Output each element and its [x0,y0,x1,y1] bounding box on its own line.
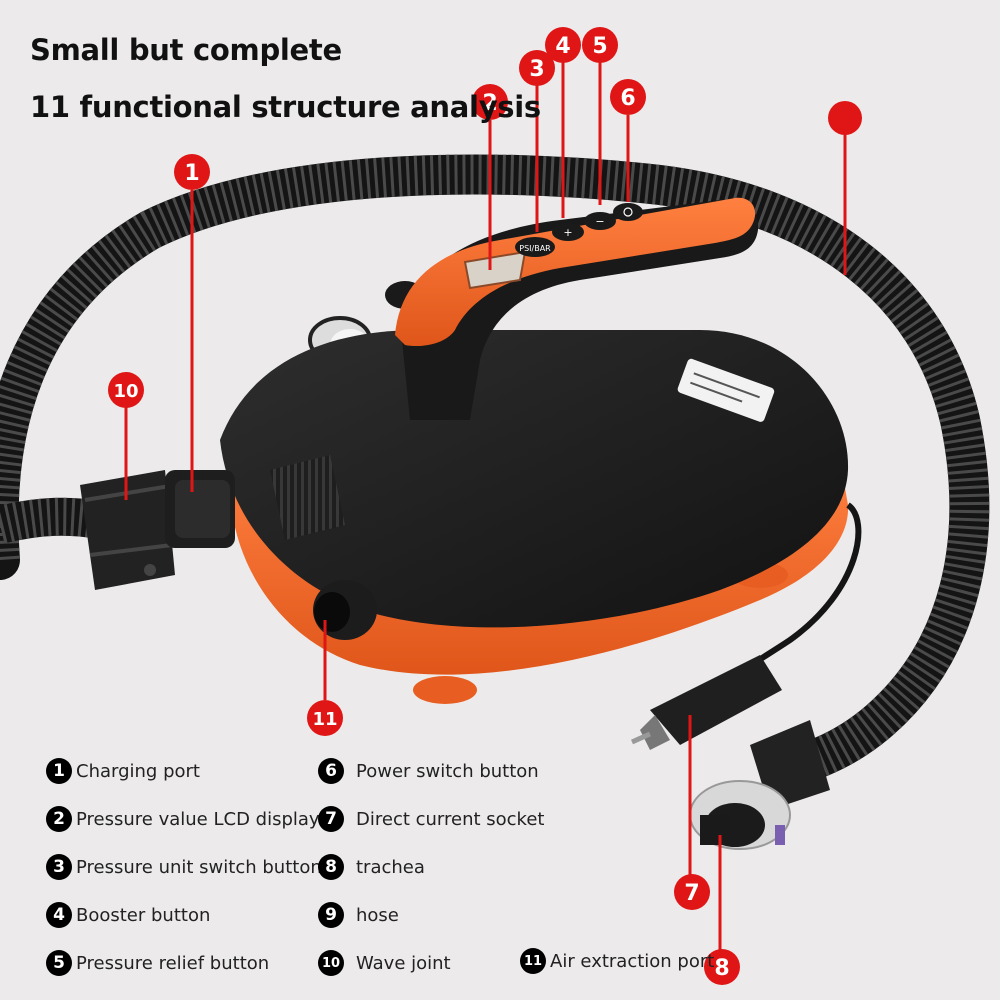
wave-joint [80,470,235,590]
legend-item-7: 7 Direct current socket [318,806,544,832]
svg-text:1: 1 [184,161,199,186]
callout-8: 8 [704,949,740,985]
callout-markers: 1 2 3 4 5 6 [108,27,862,985]
legend-item-6: 6 Power switch button [318,758,539,784]
legend-label: Air extraction port [550,950,715,972]
legend-number: 8 [318,854,344,880]
callout-9-dot [828,101,862,135]
legend-label: Charging port [76,760,200,782]
legend-label: Direct current socket [356,808,545,830]
legend-number: 4 [46,902,72,928]
callout-2: 2 [472,84,508,120]
legend-item-11: 11 Air extraction port [520,948,714,974]
legend-number: 5 [46,950,72,976]
legend-item-2: 2 Pressure value LCD display [46,806,320,832]
legend-number: 1 [46,758,72,784]
legend-number: 6 [318,758,344,784]
legend-label: Pressure unit switch button [76,856,322,878]
legend-label: Wave joint [356,952,451,974]
legend-number: 9 [318,902,344,928]
callout-11: 11 [307,700,343,736]
heading-line-1: Small but complete [30,33,342,67]
legend-number: 7 [318,806,344,832]
svg-text:6: 6 [620,86,635,111]
svg-text:10: 10 [113,381,138,402]
svg-text:8: 8 [714,956,729,981]
legend-item-9: 9 hose [318,902,399,928]
legend-label: Power switch button [356,760,539,782]
legend-label: hose [356,904,399,926]
plus-button-label: + [563,226,572,239]
legend-item-3: 3 Pressure unit switch button [46,854,322,880]
callout-10: 10 [108,372,144,408]
callout-4: 4 [545,27,581,63]
legend-item-10: 10 Wave joint [318,950,451,976]
unit-button-label: PSI/BAR [519,244,551,253]
svg-text:3: 3 [529,57,544,82]
power-icon [623,207,633,217]
svg-text:4: 4 [555,34,570,59]
legend-number: 10 [318,950,344,976]
svg-text:7: 7 [684,881,699,906]
heading-line-2: 11 functional structure analysis [30,90,541,124]
legend-number: 11 [520,948,546,974]
legend-label: Booster button [76,904,211,926]
legend-item-4: 4 Booster button [46,902,210,928]
svg-text:11: 11 [312,709,337,730]
callout-3: 3 [519,50,555,86]
legend-item-5: 5 Pressure relief button [46,950,269,976]
svg-text:2: 2 [482,91,497,116]
svg-text:5: 5 [592,34,607,59]
legend-label: Pressure relief button [76,952,270,974]
callout-6: 6 [610,79,646,115]
dc-cable [630,502,862,750]
legend-item-8: 8 trachea [318,854,425,880]
legend-label: Pressure value LCD display [76,808,320,830]
legend-number: 3 [46,854,72,880]
callout-7: 7 [674,874,710,910]
callout-lines [124,62,847,950]
legend-label: trachea [356,856,425,878]
legend-item-1: 1 Charging port [46,758,200,784]
callout-1: 1 [174,154,210,190]
legend-number: 2 [46,806,72,832]
pump-body [220,330,849,704]
air-extraction-port [313,580,377,640]
trachea-nozzle [689,720,830,850]
callout-5: 5 [582,27,618,63]
minus-button-label: − [595,215,604,228]
